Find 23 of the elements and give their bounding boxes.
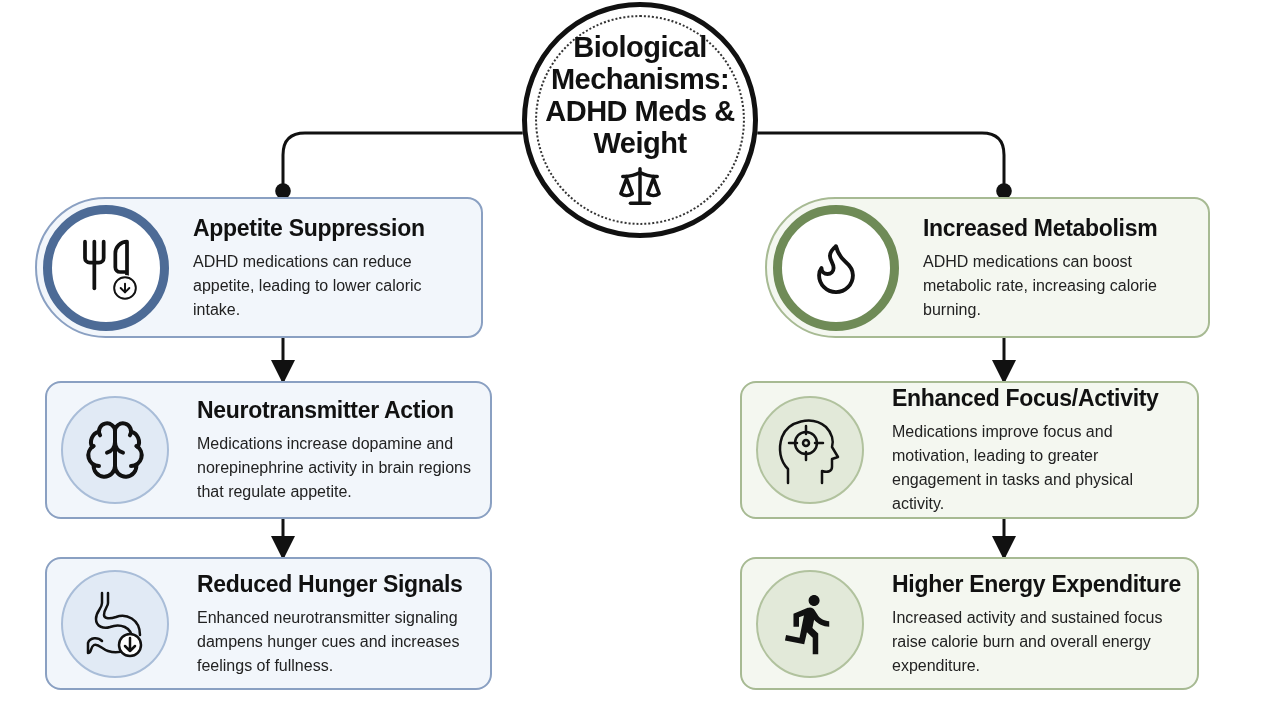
step-card [765, 197, 1210, 338]
step-heading: Appetite Suppression [193, 213, 426, 242]
step-card [45, 557, 492, 690]
step-heading: Reduced Hunger Signals [197, 569, 464, 598]
step-heading: Increased Metabolism [923, 213, 1159, 242]
step-heading: Higher Energy Expenditure [892, 569, 1182, 598]
connector-arrow [271, 338, 295, 384]
step-heading: Enhanced Focus/Activity [892, 384, 1160, 412]
step-description: Medications increase dopamine and norepinephrine activity in brain regions that regulate appetite. [197, 434, 472, 502]
connector-arrow [992, 519, 1016, 560]
title-text: Biological Mechanisms: ADHD Meds & Weight [545, 31, 735, 159]
connector-arrow [992, 338, 1016, 384]
step-description: Increased activity and sustained focus raise calorie burn and overall energy expenditure. [892, 607, 1164, 676]
connector-arrow [271, 519, 295, 560]
step-description: ADHD medications can boost metabolic rate, increasing calorie burning. [923, 251, 1158, 320]
step-card [740, 381, 1199, 519]
step-description: Medications improve focus and motivation, leading to greater engagement in tasks and physical activity. [892, 422, 1135, 514]
step-card [740, 557, 1199, 690]
step-card [45, 381, 492, 519]
step-card [35, 197, 483, 338]
step-heading: Neurotransmitter Action [197, 396, 455, 424]
step-description: ADHD medications can reduce appetite, leading to lower caloric intake. [193, 251, 423, 320]
step-description: Enhanced neurotransmitter signaling dampens hunger cues and increases feelings of fullness. [197, 607, 461, 676]
